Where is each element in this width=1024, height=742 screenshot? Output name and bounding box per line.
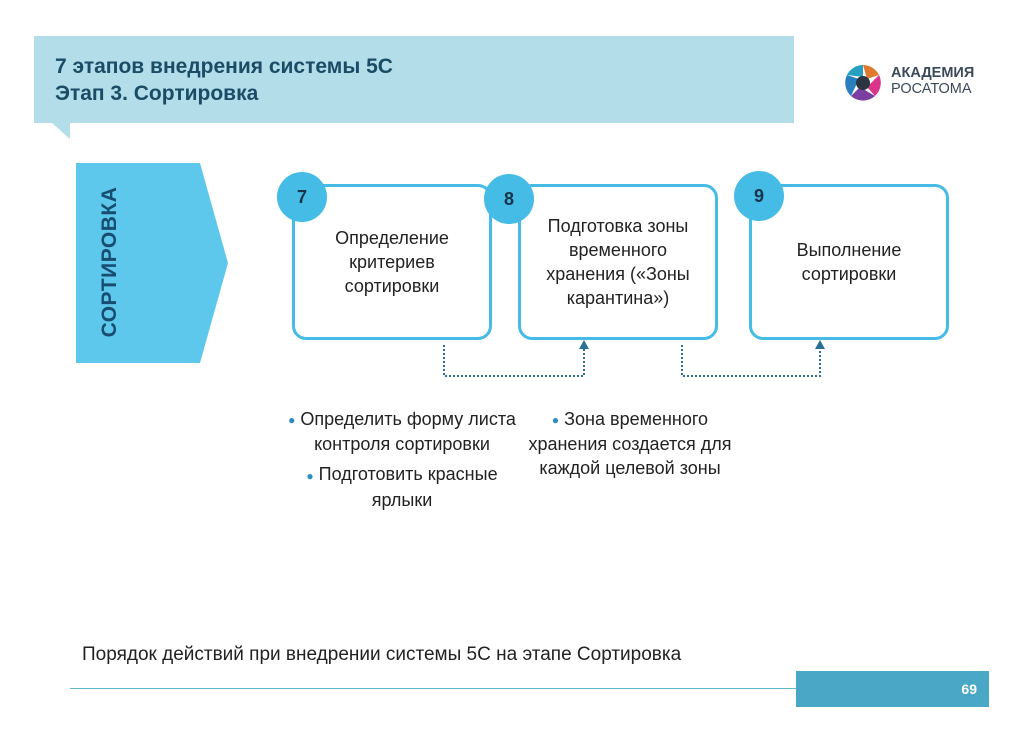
title-band bbox=[34, 36, 794, 123]
stage-label: СОРТИРОВКА bbox=[98, 186, 121, 338]
step-badge: 9 bbox=[734, 171, 784, 221]
bullet-list-step8: ●Зона временного хранения создается для … bbox=[525, 407, 735, 486]
title-band-tail bbox=[52, 123, 70, 139]
step-box-9: Выполнение сортировки bbox=[749, 184, 949, 340]
step-badge: 7 bbox=[277, 172, 327, 222]
list-item: ●Определить форму листа контроля сортиро… bbox=[288, 409, 516, 455]
step-text: Выполнение сортировки bbox=[796, 240, 902, 284]
step-text: Подготовка зоны временного хранения («Зо… bbox=[546, 216, 690, 308]
footer-rule bbox=[70, 688, 796, 689]
stage-arrow bbox=[76, 163, 228, 363]
step-box-8: Подготовка зоны временного хранения («Зо… bbox=[518, 184, 718, 340]
list-item: ●Зона временного хранения создается для … bbox=[528, 409, 732, 479]
page-number-box: 69 bbox=[796, 671, 989, 707]
slide-title: 7 этапов внедрения системы 5С bbox=[55, 55, 393, 78]
logo-line2: РОСАТОМА bbox=[891, 81, 972, 97]
bullet-list-step7: ●Определить форму листа контроля сортиро… bbox=[288, 407, 516, 518]
academy-logo: АКАДЕМИЯ РОСАТОМА bbox=[843, 63, 993, 103]
step-badge: 8 bbox=[484, 174, 534, 224]
slide-subtitle: Этап 3. Сортировка bbox=[55, 82, 259, 105]
slide-caption: Порядок действий при внедрении системы 5… bbox=[82, 644, 682, 665]
step-box-7: Определение критериев сортировки bbox=[292, 184, 492, 340]
logo-icon bbox=[845, 65, 881, 101]
logo-line1: АКАДЕМИЯ bbox=[891, 65, 975, 81]
page-number: 69 bbox=[961, 681, 977, 697]
step-text: Определение критериев сортировки bbox=[335, 228, 449, 296]
list-item: ●Подготовить красные ярлыки bbox=[306, 464, 498, 510]
